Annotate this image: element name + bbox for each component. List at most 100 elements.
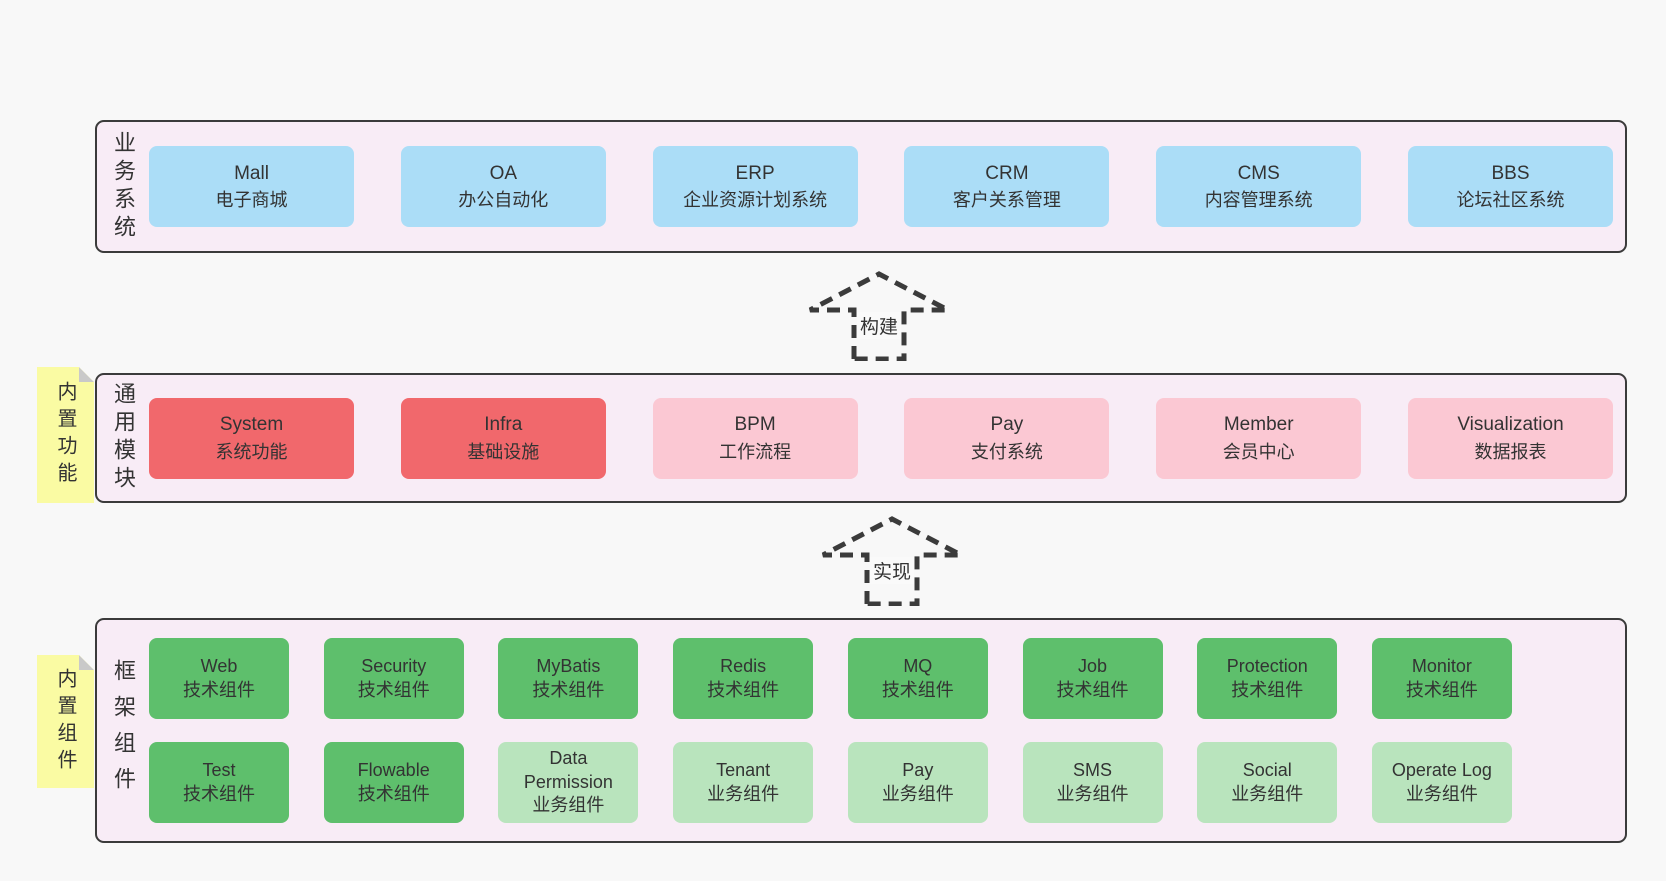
box-oa: OA 办公自动化 xyxy=(400,146,606,227)
box-subtitle: 业务组件 xyxy=(1405,783,1478,804)
box-crm: CRM 客户关系管理 xyxy=(904,146,1110,227)
box-cms: CMS 内容管理系统 xyxy=(1156,146,1362,227)
band-business-systems: 业务系统 Mall 电子商城 OA 办公自动化 ERP 企业资源计划系统 CRM… xyxy=(95,120,1627,253)
components-rows: Web 技术组件 Security 技术组件 MyBatis 技术组件 Redi… xyxy=(149,620,1625,841)
box-title: CRM xyxy=(985,162,1029,184)
box-sms: SMS 业务组件 xyxy=(1022,742,1163,823)
box-tenant: Tenant 业务组件 xyxy=(673,742,814,823)
box-title: Member xyxy=(1223,414,1294,436)
box-bbs: BBS 论坛社区系统 xyxy=(1407,146,1613,227)
box-operate-log: Operate Log 业务组件 xyxy=(1371,742,1512,823)
box-title: Infra xyxy=(484,414,523,436)
box-subtitle: 内容管理系统 xyxy=(1204,190,1313,211)
band-label-components: 框架组件 xyxy=(111,658,136,803)
box-subtitle: 技术组件 xyxy=(707,679,780,700)
box-title: Security xyxy=(361,655,427,676)
box-title: System xyxy=(219,414,284,436)
box-social: Social 业务组件 xyxy=(1197,742,1338,823)
box-erp: ERP 企业资源计划系统 xyxy=(652,146,858,227)
band-label-modules: 通用模块 xyxy=(111,382,136,494)
box-title: BBS xyxy=(1491,162,1530,184)
box-subtitle: 办公自动化 xyxy=(458,190,549,211)
box-title: ERP xyxy=(735,162,775,184)
box-title: Protection xyxy=(1226,655,1308,676)
note-label: 内置组件 xyxy=(54,667,76,776)
box-subtitle: 业务组件 xyxy=(1231,783,1304,804)
box-title: Flowable xyxy=(357,759,430,780)
box-title: Tenant xyxy=(716,759,771,780)
sticky-note-built-in-components: 内置组件 xyxy=(37,655,94,788)
box-title: Visualization xyxy=(1457,414,1564,436)
box-subtitle: 技术组件 xyxy=(183,679,255,700)
note-fold-corner xyxy=(79,655,94,670)
note-label: 内置功能 xyxy=(54,381,76,489)
box-title: Job xyxy=(1078,655,1108,676)
box-subtitle: 业务组件 xyxy=(881,783,954,804)
box-title: Redis xyxy=(720,655,767,676)
box-security: Security 技术组件 xyxy=(323,638,464,719)
modules-box-row: System 系统功能 Infra 基础设施 BPM 工作流程 Pay 支付系统… xyxy=(149,375,1625,501)
box-visualization: Visualization 数据报表 xyxy=(1407,397,1613,479)
box-infra: Infra 基础设施 xyxy=(400,397,606,479)
box-subtitle: 客户关系管理 xyxy=(952,190,1061,211)
box-subtitle: 企业资源计划系统 xyxy=(683,190,828,211)
arrow-label-build: 构建 xyxy=(856,312,902,339)
box-title: Pay xyxy=(990,414,1024,436)
box-title: Pay xyxy=(902,759,934,780)
box-subtitle: 论坛社区系统 xyxy=(1456,190,1565,211)
box-subtitle: 支付系统 xyxy=(970,441,1043,462)
box-title: Social xyxy=(1242,759,1292,780)
box-subtitle: 技术组件 xyxy=(532,679,605,700)
box-subtitle: 会员中心 xyxy=(1222,441,1295,462)
box-member: Member 会员中心 xyxy=(1156,397,1362,479)
note-fold-corner xyxy=(79,367,94,382)
components-row-2: Test 技术组件 Flowable 技术组件 Data Permission … xyxy=(149,742,1512,823)
box-title: Mall xyxy=(234,162,269,184)
arrow-build: 构建 xyxy=(808,271,950,361)
box-pay: Pay 支付系统 xyxy=(904,397,1110,479)
box-mq: MQ 技术组件 xyxy=(847,638,988,719)
box-subtitle: 技术组件 xyxy=(357,783,430,804)
band-label-business: 业务系统 xyxy=(111,130,136,243)
box-subtitle: 技术组件 xyxy=(1056,679,1129,700)
box-subtitle: 电子商城 xyxy=(215,190,288,211)
box-redis: Redis 技术组件 xyxy=(673,638,814,719)
box-subtitle: 技术组件 xyxy=(881,679,954,700)
box-subtitle: 技术组件 xyxy=(357,679,430,700)
box-title: Test xyxy=(202,759,236,780)
box-subtitle: 业务组件 xyxy=(532,795,605,816)
box-mall: Mall 电子商城 xyxy=(149,146,354,227)
sticky-note-built-in-features: 内置功能 xyxy=(37,367,94,503)
box-web: Web 技术组件 xyxy=(149,638,289,719)
box-title: CMS xyxy=(1237,162,1280,184)
box-test: Test 技术组件 xyxy=(149,742,289,823)
band-common-modules: 通用模块 System 系统功能 Infra 基础设施 BPM 工作流程 Pay… xyxy=(95,373,1627,503)
box-job: Job 技术组件 xyxy=(1022,638,1163,719)
box-title: MyBatis xyxy=(536,655,601,676)
box-subtitle: 数据报表 xyxy=(1474,441,1547,462)
box-title: Data Permission xyxy=(523,747,613,792)
box-title: BPM xyxy=(734,414,776,436)
box-pay-component: Pay 业务组件 xyxy=(847,742,988,823)
box-title: Web xyxy=(200,655,238,676)
box-subtitle: 技术组件 xyxy=(183,783,255,804)
box-title: Monitor xyxy=(1411,655,1472,676)
box-title: MQ xyxy=(903,655,933,676)
box-data-permission: Data Permission 业务组件 xyxy=(498,742,639,823)
box-subtitle: 工作流程 xyxy=(719,441,792,462)
band-framework-components: 框架组件 Web 技术组件 Security 技术组件 MyBatis 技术组件… xyxy=(95,618,1627,843)
components-row-1: Web 技术组件 Security 技术组件 MyBatis 技术组件 Redi… xyxy=(149,638,1512,719)
box-subtitle: 技术组件 xyxy=(1405,679,1478,700)
box-system: System 系统功能 xyxy=(149,397,354,479)
box-mybatis: MyBatis 技术组件 xyxy=(498,638,639,719)
box-subtitle: 技术组件 xyxy=(1231,679,1304,700)
box-bpm: BPM 工作流程 xyxy=(652,397,858,479)
box-title: Operate Log xyxy=(1391,759,1492,780)
box-subtitle: 业务组件 xyxy=(1056,783,1129,804)
arrow-implement: 实现 xyxy=(821,516,963,606)
business-box-row: Mall 电子商城 OA 办公自动化 ERP 企业资源计划系统 CRM 客户关系… xyxy=(149,122,1625,251)
arrow-label-implement: 实现 xyxy=(869,557,915,584)
box-title: SMS xyxy=(1073,759,1113,780)
box-monitor: Monitor 技术组件 xyxy=(1371,638,1512,719)
